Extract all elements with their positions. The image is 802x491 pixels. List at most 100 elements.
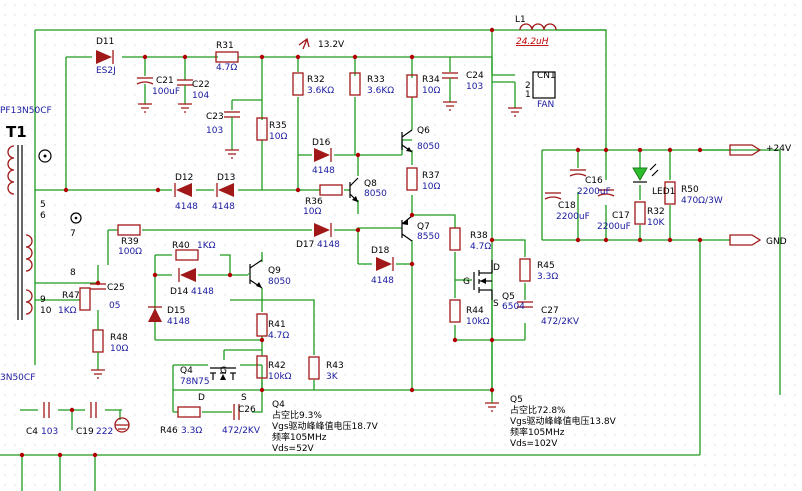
d11-ref: D11 <box>96 37 114 47</box>
resistor-r48[interactable] <box>92 329 104 353</box>
d13-ref: D13 <box>217 173 235 183</box>
r31-ref: R31 <box>216 41 234 51</box>
r35-ref: R35 <box>269 121 287 131</box>
q5-ref: Q5 <box>502 292 515 302</box>
r42-ref: R42 <box>268 361 286 371</box>
cn1-pin2: 2 <box>525 81 531 91</box>
connector-cn1[interactable] <box>508 71 556 117</box>
resistor-r41[interactable] <box>256 313 268 337</box>
resistor-r35[interactable] <box>256 117 268 141</box>
pin-6: 6 <box>40 211 46 221</box>
diode-d11[interactable] <box>96 50 114 64</box>
resistor-r46[interactable] <box>177 406 201 418</box>
q5-note-4: Vds=102V <box>510 439 558 449</box>
mosfet-q4[interactable] <box>210 367 236 380</box>
capacitor-c19[interactable] <box>90 402 97 418</box>
r48-ref: R48 <box>110 333 128 343</box>
resistor-r47[interactable] <box>79 287 91 311</box>
d16-value: 4148 <box>312 166 335 176</box>
q4-value: 78N75 <box>180 377 210 387</box>
resistor-r38[interactable] <box>449 227 461 251</box>
r34-value: 10Ω <box>422 86 440 96</box>
q6-ref: Q6 <box>417 126 430 136</box>
transistor-q8[interactable] <box>349 177 359 203</box>
transistor-q9[interactable] <box>248 259 263 289</box>
capacitor-c4[interactable] <box>43 402 50 418</box>
led-led1[interactable] <box>632 163 659 183</box>
resistor-r37[interactable] <box>406 167 418 191</box>
capacitor-c23[interactable] <box>224 111 240 159</box>
r42-value: 10kΩ <box>268 372 292 382</box>
q4-note-1: 占空比9.3% <box>272 409 322 421</box>
transformer-t1[interactable] <box>7 145 82 320</box>
l1-ref: L1 <box>515 15 526 25</box>
r38-value: 4.7Ω <box>470 242 491 252</box>
r43-ref: R43 <box>326 361 344 371</box>
capacitor-c16[interactable] <box>569 169 587 177</box>
l1-value: 24.2uH <box>516 37 549 47</box>
q4-note-0: Q4 <box>272 400 285 410</box>
capacitor-c24[interactable] <box>442 72 458 111</box>
r36-value: 10Ω <box>303 207 321 217</box>
capacitor-c21[interactable] <box>136 77 154 113</box>
resistor-r31[interactable] <box>215 51 239 63</box>
q5-note-1: 占空比72.8% <box>510 404 566 416</box>
resistor-r50[interactable] <box>664 181 676 205</box>
diode-d14[interactable] <box>178 268 196 282</box>
resistor-r44[interactable] <box>449 299 461 323</box>
q7-ref: Q7 <box>417 222 430 232</box>
r36-ref: R36 <box>305 197 323 207</box>
t1-top-label: PF13N50CF <box>0 106 52 116</box>
led1-ref: LED1 <box>652 187 675 197</box>
resistor-r36[interactable] <box>319 184 343 196</box>
capacitor-c22[interactable] <box>177 79 193 113</box>
capacitor-c27[interactable] <box>517 301 533 308</box>
diode-d15[interactable] <box>148 306 162 322</box>
c21-value: 100uF <box>152 87 180 97</box>
port-24v-label: +24V <box>766 144 792 154</box>
resistor-r43[interactable] <box>308 356 320 380</box>
capacitor-c18[interactable] <box>544 192 562 200</box>
resistor-r33[interactable] <box>349 72 361 96</box>
r33-ref: R33 <box>367 75 385 85</box>
r32b-value: 10K <box>647 218 665 228</box>
port-gnd-label: GND <box>766 237 787 247</box>
resistor-r39[interactable] <box>117 224 141 236</box>
resistor-r40[interactable] <box>175 249 199 261</box>
resistor-r42[interactable] <box>256 355 268 379</box>
transistor-q7[interactable] <box>401 215 413 242</box>
components <box>43 23 762 433</box>
d15-value: 4148 <box>167 317 190 327</box>
c19-ref: C19 <box>76 427 94 437</box>
diode-d16[interactable] <box>314 148 332 162</box>
diode-d17[interactable] <box>314 223 332 237</box>
diode-d18[interactable] <box>376 257 394 271</box>
c26-value: 472/2KV <box>222 426 261 436</box>
q5-s: S <box>493 299 499 309</box>
inductor-l1[interactable] <box>519 23 606 31</box>
port-24v[interactable] <box>729 144 762 156</box>
r50-ref: R50 <box>681 185 699 195</box>
c25-value: 05 <box>109 301 120 311</box>
r47-value: 1KΩ <box>58 306 77 316</box>
resistor-r32[interactable] <box>292 72 304 96</box>
diode-d12[interactable] <box>174 183 192 197</box>
resistor-r34[interactable] <box>406 74 418 98</box>
port-gnd[interactable] <box>729 234 762 246</box>
d18-value: 4148 <box>371 276 394 286</box>
r46-ref: R46 <box>160 426 178 436</box>
capacitor-c17[interactable] <box>597 189 615 197</box>
resistor-r45[interactable] <box>519 258 531 282</box>
r44-value: 10kΩ <box>466 317 490 327</box>
diode-d13[interactable] <box>216 183 234 197</box>
mosfet-q5[interactable] <box>473 260 493 300</box>
net-13v-marker <box>298 37 310 50</box>
capacitor-c26[interactable] <box>233 404 240 420</box>
c4-ref: C4 <box>26 427 38 437</box>
resistor-r32-output[interactable] <box>634 201 646 225</box>
c22-value: 104 <box>192 91 209 101</box>
cn1-ref: CN1 <box>537 71 556 81</box>
c18-value: 2200uF <box>556 212 590 222</box>
r32b-ref: R32 <box>647 207 665 217</box>
transistor-q6[interactable] <box>401 129 413 153</box>
